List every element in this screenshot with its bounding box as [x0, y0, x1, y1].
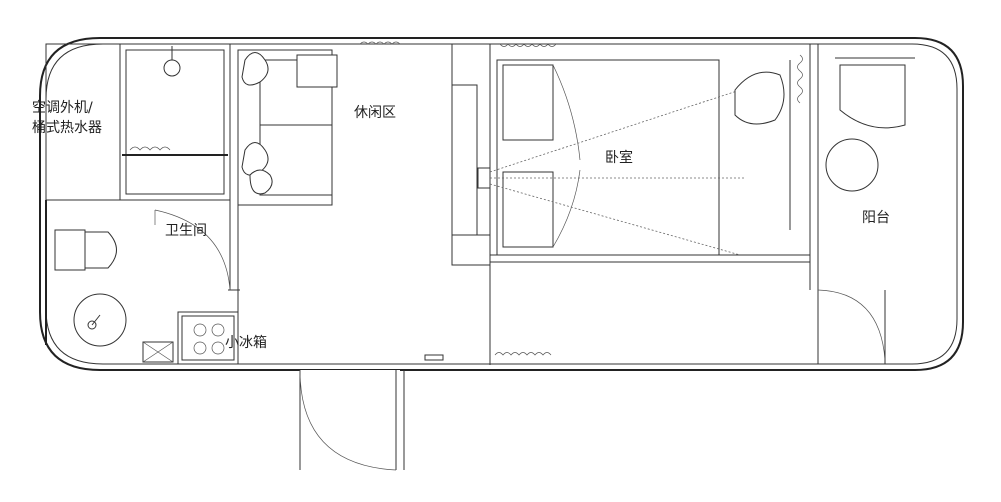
bed: [489, 43, 745, 256]
mini-fridge-label: 小冰箱: [225, 335, 267, 351]
ac-water-heater-label-line1: 空调外机/: [32, 100, 93, 116]
shower-cabinet: [119, 43, 231, 201]
balcony-label: 阳台: [862, 210, 890, 226]
ac-water-heater-label-line2: 桶式热水器: [32, 120, 102, 136]
bathroom-fixtures: [45, 200, 240, 363]
entrance-door: [299, 369, 405, 471]
wardrobe: [451, 84, 491, 266]
bedroom-label: 卧室: [605, 150, 633, 166]
bathroom-label: 卫生间: [165, 223, 207, 239]
outer-shell: [39, 37, 964, 371]
lounge-sofa: [237, 41, 401, 206]
lower-corridor: [424, 352, 552, 361]
balcony-furniture: [817, 57, 915, 364]
lounge-label: 休闲区: [354, 105, 396, 121]
bedroom-chair: [734, 54, 803, 230]
